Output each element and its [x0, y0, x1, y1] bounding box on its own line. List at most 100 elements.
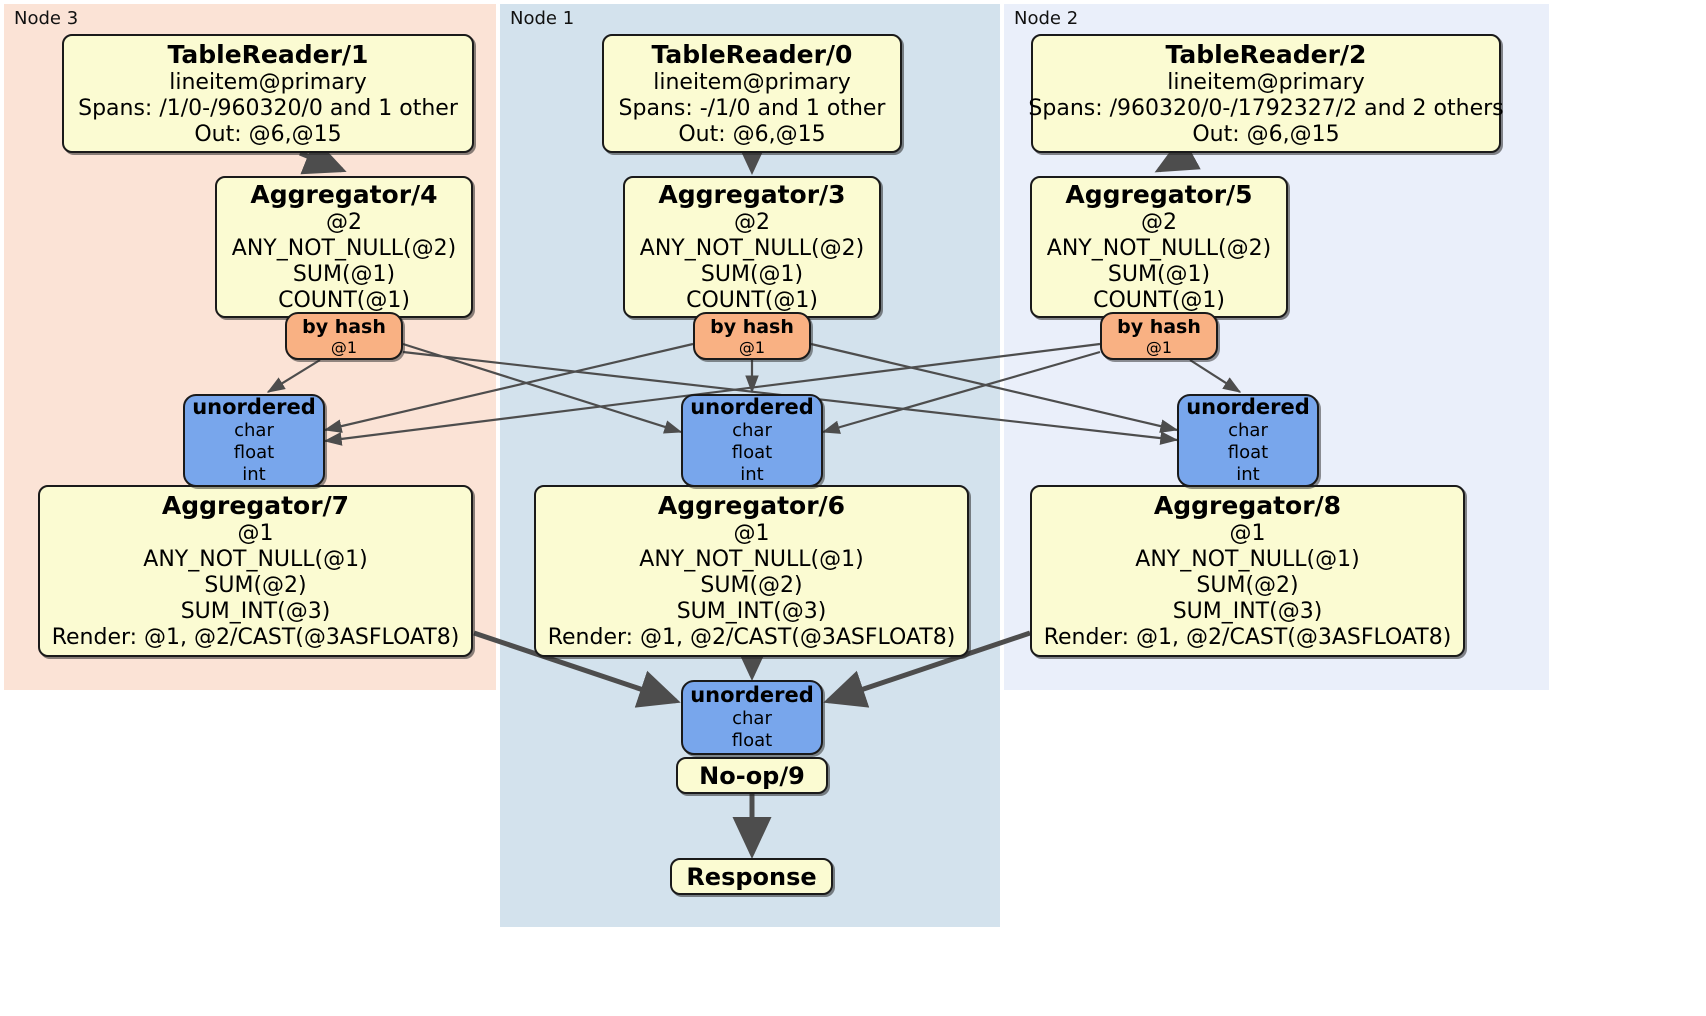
edge-tablereader-to-aggregator-group [299, 132, 1201, 175]
processor-aggregator6[interactable]: Aggregator/6 @1 ANY_NOT_NULL(@1) SUM(@2)… [534, 485, 969, 657]
router-title: by hash [1117, 315, 1201, 338]
edge-aggregator7-unorderedfinal [473, 630, 681, 708]
edge-byhash3-unordered7 [323, 342, 694, 433]
edge-byhash4-unordered6 [402, 342, 683, 434]
edge-byhash5-unordered6 [821, 350, 1101, 434]
router-unordered-7[interactable]: unordered char float int [183, 394, 325, 487]
processor-aggregator4[interactable]: Aggregator/4 @2 ANY_NOT_NULL(@2) SUM(@1)… [215, 176, 473, 318]
edge-byhash5-unordered7 [323, 342, 1101, 446]
processor-detail: SUM(@1) [700, 262, 804, 287]
router-type: int [1236, 464, 1260, 485]
processor-detail: Out: @6,@15 [194, 121, 342, 147]
processor-detail: @1 [1229, 521, 1266, 546]
processor-detail: ANY_NOT_NULL(@1) [1135, 547, 1360, 572]
processor-title: Aggregator/3 [658, 180, 846, 209]
processor-detail: @2 [1141, 210, 1177, 235]
processor-detail: COUNT(@1) [278, 288, 410, 313]
processor-aggregator3[interactable]: Aggregator/3 @2 ANY_NOT_NULL(@2) SUM(@1)… [623, 176, 881, 318]
router-type: int [242, 464, 266, 485]
router-by-hash-3[interactable]: by hash @1 [693, 312, 811, 360]
node-panel-label-node3: Node 3 [14, 8, 79, 29]
router-unordered-8[interactable]: unordered char float int [1177, 394, 1319, 487]
processor-tablereader0[interactable]: TableReader/0 lineitem@primary Spans: -/… [602, 34, 902, 153]
processor-detail: ANY_NOT_NULL(@1) [143, 547, 368, 572]
processor-title: Aggregator/4 [250, 180, 438, 209]
edge-byhash3-unordered8 [810, 342, 1179, 433]
router-title: by hash [710, 315, 794, 338]
processor-detail: @1 [733, 521, 770, 546]
router-type: char [1228, 420, 1268, 441]
edge-byhash4-unordered7 [266, 359, 321, 393]
router-title: unordered [192, 395, 316, 419]
router-type: float [233, 442, 275, 463]
processor-detail: @2 [734, 210, 770, 235]
processor-detail: ANY_NOT_NULL(@2) [1046, 236, 1272, 261]
router-column: @1 [1145, 337, 1173, 357]
processor-detail: @1 [237, 521, 274, 546]
processor-detail: SUM(@1) [292, 262, 396, 287]
edge-tablereader1-aggregator4 [299, 138, 347, 175]
router-title: by hash [302, 315, 386, 338]
router-type: float [731, 730, 773, 751]
processor-detail: Out: @6,@15 [678, 121, 826, 147]
processor-noop9[interactable]: No-op/9 [676, 757, 828, 794]
processor-detail: COUNT(@1) [686, 288, 818, 313]
processor-detail: COUNT(@1) [1093, 288, 1225, 313]
router-type: float [1227, 442, 1269, 463]
processor-aggregator7[interactable]: Aggregator/7 @1 ANY_NOT_NULL(@1) SUM(@2)… [38, 485, 473, 657]
processor-detail: ANY_NOT_NULL(@2) [639, 236, 865, 261]
router-type: char [732, 420, 772, 441]
processor-render: Render: @1, @2/CAST(@3ASFLOAT8) [547, 625, 956, 650]
processor-title: Aggregator/6 [657, 491, 846, 520]
processor-tablereader2[interactable]: TableReader/2 lineitem@primary Spans: /9… [1028, 34, 1504, 153]
processor-detail: lineitem@primary [1167, 69, 1365, 95]
router-unordered-final[interactable]: unordered char float [681, 680, 823, 755]
processor-detail: Spans: /1/0-/960320/0 and 1 other [78, 95, 458, 121]
router-column: @1 [330, 337, 358, 357]
processor-response[interactable]: Response [670, 858, 833, 895]
processor-title: TableReader/1 [167, 39, 369, 69]
processor-detail: SUM(@1) [1107, 262, 1211, 287]
processor-detail: Spans: -/1/0 and 1 other [618, 95, 886, 121]
processor-detail: lineitem@primary [169, 69, 367, 95]
processor-aggregator5[interactable]: Aggregator/5 @2 ANY_NOT_NULL(@2) SUM(@1)… [1030, 176, 1288, 318]
processor-tablereader1[interactable]: TableReader/1 lineitem@primary Spans: /1… [62, 34, 474, 153]
processor-title: Aggregator/7 [161, 491, 350, 520]
node-panel-label-node1: Node 1 [510, 8, 575, 29]
processor-detail: ANY_NOT_NULL(@2) [231, 236, 457, 261]
processor-title: Response [686, 862, 817, 891]
router-by-hash-5[interactable]: by hash @1 [1100, 312, 1218, 360]
processor-detail: lineitem@primary [653, 69, 851, 95]
processor-detail: SUM_INT(@3) [676, 599, 827, 624]
processor-detail: Spans: /960320/0-/1792327/2 and 2 others [1028, 95, 1504, 121]
processor-title: TableReader/2 [1165, 39, 1367, 69]
router-title: unordered [690, 395, 814, 419]
router-type: char [234, 420, 274, 441]
edge-byhash5-unordered8 [1189, 359, 1242, 393]
processor-title: Aggregator/8 [1153, 491, 1342, 520]
node-panel-label-node2: Node 2 [1014, 8, 1079, 29]
processor-detail: Out: @6,@15 [1192, 121, 1340, 147]
router-unordered-6[interactable]: unordered char float int [681, 394, 823, 487]
processor-detail: SUM_INT(@3) [180, 599, 331, 624]
processor-aggregator8[interactable]: Aggregator/8 @1 ANY_NOT_NULL(@1) SUM(@2)… [1030, 485, 1465, 657]
processor-title: Aggregator/5 [1065, 180, 1253, 209]
processor-render: Render: @1, @2/CAST(@3ASFLOAT8) [1043, 625, 1452, 650]
edge-tablereader2-aggregator5 [1154, 135, 1201, 173]
router-by-hash-4[interactable]: by hash @1 [285, 312, 403, 360]
processor-detail: @2 [326, 210, 362, 235]
processor-detail: SUM(@2) [1196, 573, 1299, 598]
processor-detail: SUM_INT(@3) [1172, 599, 1323, 624]
processor-title: TableReader/0 [651, 39, 853, 69]
processor-render: Render: @1, @2/CAST(@3ASFLOAT8) [51, 625, 460, 650]
processor-detail: SUM(@2) [700, 573, 803, 598]
edge-hash-to-unordered-mesh [266, 342, 1242, 446]
router-column: @1 [738, 337, 766, 357]
processor-detail: ANY_NOT_NULL(@1) [639, 547, 864, 572]
router-type: int [740, 464, 764, 485]
router-title: unordered [690, 683, 814, 707]
edge-aggregator-to-final-group [473, 630, 1031, 859]
router-type: char [732, 708, 772, 729]
